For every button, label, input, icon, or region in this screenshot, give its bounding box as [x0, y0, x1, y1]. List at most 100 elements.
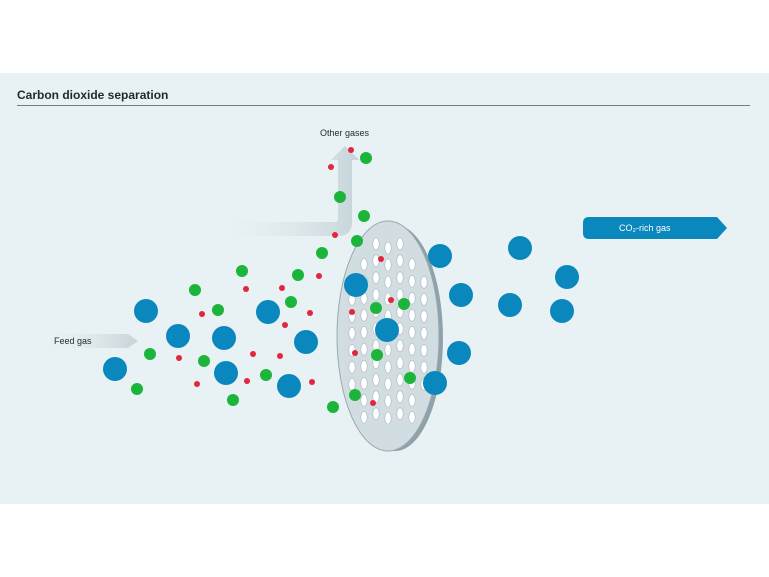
membrane-hole: [360, 308, 368, 322]
co2-molecule: [508, 236, 532, 260]
green-gas-molecule: [285, 296, 297, 308]
membrane-hole: [360, 359, 368, 373]
green-gas-molecule: [131, 383, 143, 395]
co2-molecule: [103, 357, 127, 381]
green-gas-molecule: [358, 210, 370, 222]
membrane-hole: [396, 407, 404, 421]
co2-molecule: [134, 299, 158, 323]
green-gas-molecule: [334, 191, 346, 203]
feed-gas-label: Feed gas: [54, 336, 92, 346]
red-gas-molecule: [279, 285, 285, 291]
membrane-hole: [360, 257, 368, 271]
red-gas-molecule: [282, 322, 288, 328]
membrane-hole: [372, 254, 380, 268]
red-gas-molecule: [243, 286, 249, 292]
green-gas-molecule: [260, 369, 272, 381]
membrane-hole: [348, 327, 356, 340]
membrane-hole: [360, 410, 368, 424]
membrane-hole: [408, 257, 416, 271]
red-gas-molecule: [176, 355, 182, 361]
green-gas-molecule: [349, 389, 361, 401]
membrane-hole: [384, 411, 392, 425]
membrane-hole: [384, 258, 392, 272]
membrane-hole: [396, 356, 404, 370]
red-gas-molecule: [244, 378, 250, 384]
co2-molecule: [447, 341, 471, 365]
red-gas-molecule: [309, 379, 315, 385]
green-gas-molecule: [351, 235, 363, 247]
red-gas-molecule: [352, 350, 358, 356]
red-gas-molecule: [250, 351, 256, 357]
red-gas-molecule: [332, 232, 338, 238]
green-gas-molecule: [189, 284, 201, 296]
green-gas-molecule: [370, 302, 382, 314]
membrane-hole: [372, 288, 380, 302]
membrane-hole: [408, 291, 416, 305]
red-gas-molecule: [388, 297, 394, 303]
membrane-hole: [384, 241, 392, 255]
membrane-hole: [408, 325, 416, 339]
membrane-hole: [396, 390, 404, 404]
membrane-hole: [348, 361, 356, 374]
co2-molecule: [555, 265, 579, 289]
red-gas-molecule: [378, 256, 384, 262]
membrane-hole: [384, 394, 392, 408]
co2-rich-gas-label: CO₂-rich gas: [619, 223, 671, 233]
co2-molecule: [423, 371, 447, 395]
co2-molecule: [449, 283, 473, 307]
co2-molecule: [256, 300, 280, 324]
green-gas-molecule: [198, 355, 210, 367]
membrane-hole: [360, 342, 368, 356]
green-gas-molecule: [360, 152, 372, 164]
membrane-hole: [384, 275, 392, 289]
molecules: [103, 147, 579, 413]
red-gas-molecule: [307, 310, 313, 316]
membrane-hole: [420, 327, 428, 340]
membrane-hole: [372, 237, 380, 251]
membrane-hole: [360, 376, 368, 390]
green-gas-molecule: [212, 304, 224, 316]
co2-rich-gas-arrow: [583, 217, 727, 239]
co2-molecule: [212, 326, 236, 350]
membrane-hole: [408, 359, 416, 373]
membrane-hole: [408, 410, 416, 424]
membrane-hole: [372, 271, 380, 285]
red-gas-molecule: [199, 311, 205, 317]
membrane-hole: [420, 276, 428, 289]
membrane-hole: [372, 407, 380, 421]
co2-molecule: [294, 330, 318, 354]
co2-molecule: [277, 374, 301, 398]
green-gas-molecule: [144, 348, 156, 360]
membrane-hole: [396, 339, 404, 353]
red-gas-molecule: [277, 353, 283, 359]
red-gas-molecule: [316, 273, 322, 279]
co2-molecule: [214, 361, 238, 385]
co2-molecule: [344, 273, 368, 297]
membrane-hole: [408, 274, 416, 288]
other-gases-arrow: [215, 146, 359, 236]
membrane-hole: [348, 378, 356, 391]
membrane-hole: [396, 271, 404, 285]
membrane-hole: [384, 360, 392, 374]
green-gas-molecule: [398, 298, 410, 310]
membrane-hole: [420, 293, 428, 306]
co2-molecule: [428, 244, 452, 268]
green-gas-molecule: [404, 372, 416, 384]
membrane-hole: [396, 254, 404, 268]
red-gas-molecule: [194, 381, 200, 387]
green-gas-molecule: [227, 394, 239, 406]
green-gas-molecule: [292, 269, 304, 281]
green-gas-molecule: [371, 349, 383, 361]
green-gas-molecule: [327, 401, 339, 413]
membrane-hole: [408, 308, 416, 322]
membrane-hole: [360, 393, 368, 407]
membrane-hole: [384, 343, 392, 357]
membrane-hole: [384, 377, 392, 391]
co2-molecule: [550, 299, 574, 323]
red-gas-molecule: [349, 309, 355, 315]
co2-molecule: [166, 324, 190, 348]
red-gas-molecule: [370, 400, 376, 406]
red-gas-molecule: [348, 147, 354, 153]
title-divider: [17, 105, 750, 106]
